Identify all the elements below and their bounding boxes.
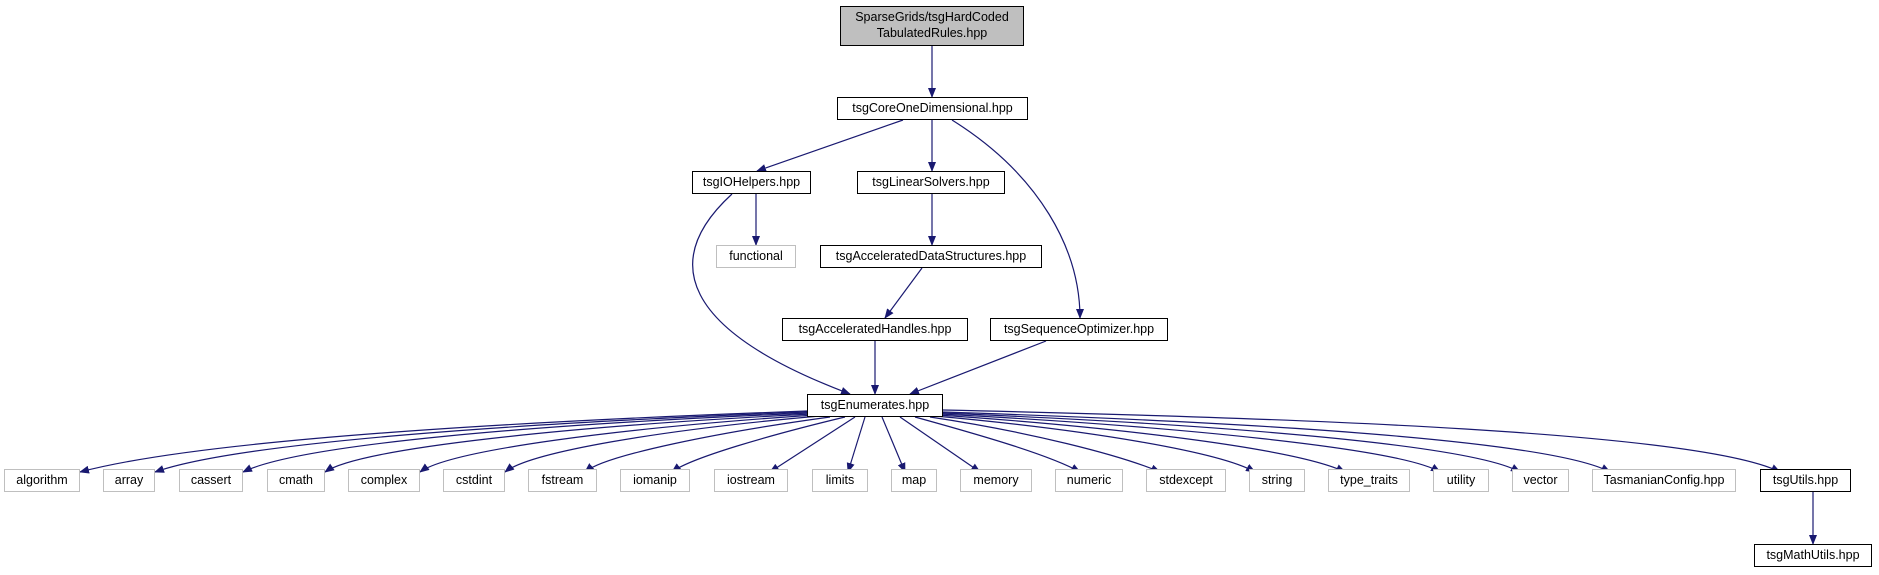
edge-enumerates-to-memory xyxy=(899,416,981,473)
edge-enumerates-to-fstream xyxy=(584,416,831,473)
edge-enumerates-to-utils xyxy=(942,409,1781,473)
edge-enumerates-to-iomanip xyxy=(671,416,846,473)
node-tasmanianconfig: TasmanianConfig.hpp xyxy=(1592,469,1736,492)
edge-enumerates-to-algorithm xyxy=(79,410,808,474)
edge-enumerates-to-numeric xyxy=(914,416,1081,473)
node-tsglinearsolvers[interactable]: tsgLinearSolvers.hpp xyxy=(857,171,1005,194)
node-map: map xyxy=(891,469,937,492)
node-cstdint: cstdint xyxy=(443,469,505,492)
edge-enumerates-to-type-traits xyxy=(937,414,1346,473)
node-vector: vector xyxy=(1512,469,1569,492)
edge-enumerates-to-array xyxy=(154,411,809,473)
node-cmath: cmath xyxy=(267,469,325,492)
node-tsgiohelpers[interactable]: tsgIOHelpers.hpp xyxy=(692,171,811,194)
node-root-file: SparseGrids/tsgHardCoded TabulatedRules.… xyxy=(840,6,1024,46)
edge-enumerates-to-vector xyxy=(940,412,1521,473)
node-fstream: fstream xyxy=(528,469,597,492)
edge-enumerates-to-stdexcept xyxy=(929,416,1161,473)
node-complex: complex xyxy=(348,469,420,492)
edge-accds-to-acchandles xyxy=(884,267,923,319)
edge-enumerates-to-cstdint xyxy=(504,415,821,473)
node-array: array xyxy=(103,469,155,492)
node-iomanip: iomanip xyxy=(620,469,690,492)
node-root-line1: SparseGrids/tsgHardCoded xyxy=(855,10,1009,25)
node-tsgmathutils[interactable]: tsgMathUtils.hpp xyxy=(1754,544,1872,567)
node-root-line2: TabulatedRules.hpp xyxy=(876,26,988,40)
edge-enumerates-to-string xyxy=(934,415,1256,473)
node-tsgacceleratedhandles[interactable]: tsgAcceleratedHandles.hpp xyxy=(782,318,968,341)
node-memory: memory xyxy=(960,469,1032,492)
node-stdexcept: stdexcept xyxy=(1146,469,1226,492)
node-numeric: numeric xyxy=(1055,469,1123,492)
node-functional: functional xyxy=(716,245,796,268)
node-string: string xyxy=(1249,469,1305,492)
node-tsgsequenceoptimizer[interactable]: tsgSequenceOptimizer.hpp xyxy=(990,318,1168,341)
edge-core1d-to-iohelpers xyxy=(756,119,904,172)
edge-seqoptimizer-to-enumerates xyxy=(909,340,1047,395)
node-limits: limits xyxy=(812,469,868,492)
node-tsgcoreonedimensional[interactable]: tsgCoreOneDimensional.hpp xyxy=(837,97,1028,120)
node-type-traits: type_traits xyxy=(1328,469,1410,492)
edge-enumerates-to-complex xyxy=(419,414,816,473)
edge-enumerates-to-tasmanianconfig xyxy=(941,411,1611,473)
edge-core1d-to-seqoptimizer xyxy=(951,119,1084,319)
edge-enumerates-to-map xyxy=(881,416,906,473)
node-utility: utility xyxy=(1433,469,1489,492)
node-algorithm: algorithm xyxy=(4,469,80,492)
node-tsgenumerates[interactable]: tsgEnumerates.hpp xyxy=(807,394,943,417)
edge-enumerates-to-limits xyxy=(846,416,866,473)
node-iostream: iostream xyxy=(714,469,788,492)
node-tsgaccelerateddatastructures[interactable]: tsgAcceleratedDataStructures.hpp xyxy=(820,245,1042,268)
edge-enumerates-to-utility xyxy=(939,413,1441,473)
edge-enumerates-to-cassert xyxy=(242,412,811,473)
edge-enumerates-to-iostream xyxy=(769,416,856,473)
edge-iohelpers-to-enumerates xyxy=(692,193,851,395)
node-tsgutils[interactable]: tsgUtils.hpp xyxy=(1760,469,1851,492)
edge-enumerates-to-cmath xyxy=(324,413,813,473)
node-cassert: cassert xyxy=(179,469,243,492)
